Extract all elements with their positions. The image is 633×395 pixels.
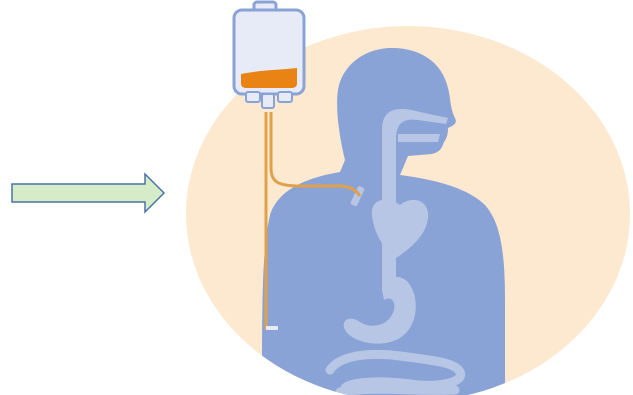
iv-bag-icon <box>234 2 304 108</box>
right-arrow-icon <box>12 174 164 212</box>
oral-cavity <box>398 134 440 142</box>
